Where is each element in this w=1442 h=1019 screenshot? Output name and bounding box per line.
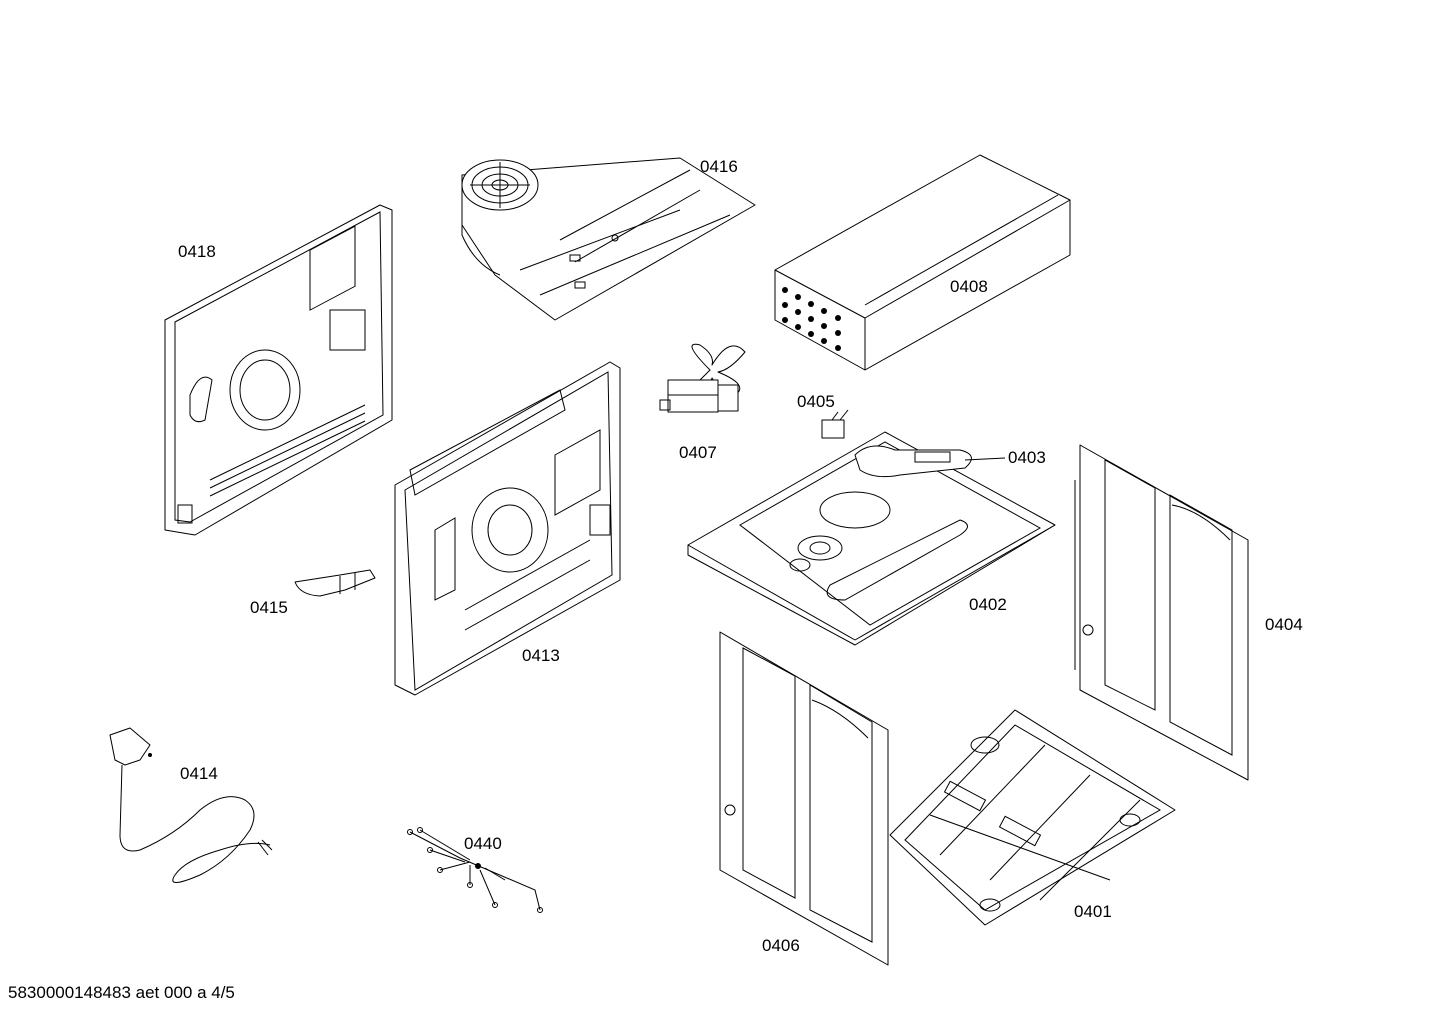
document-footer-id: 5830000148483 aet 000 a 4/5 [8,983,235,1002]
part-0408-top-cover[interactable] [774,154,1071,371]
part-0440-wiring-harness[interactable] [407,827,543,913]
part-0414-power-cord[interactable] [109,727,273,883]
label-0406: 0406 [762,936,800,955]
part-0401-bottom-frame[interactable] [889,709,1176,926]
part-0407-fan-motor[interactable] [659,343,746,413]
part-0405-thermostat[interactable] [821,409,849,439]
part-0402-top-plate[interactable] [687,431,1056,646]
part-0413-inner-back-wall[interactable] [394,361,621,696]
label-0413: 0413 [522,646,560,665]
label-0416: 0416 [700,157,738,176]
label-0440: 0440 [464,834,502,853]
label-0402: 0402 [969,595,1007,614]
part-0416-fan-duct[interactable] [461,157,756,321]
part-0404-right-side-wall[interactable] [1074,444,1249,781]
label-0414: 0414 [180,764,218,783]
part-0406-left-side-wall[interactable] [719,631,889,966]
part-0418-rear-panel[interactable] [164,204,393,536]
label-0405: 0405 [797,392,835,411]
part-0415-sensor[interactable] [294,569,376,597]
part-0403-heating-element[interactable] [854,445,1006,478]
label-0403: 0403 [1008,448,1046,467]
label-0415: 0415 [250,598,288,617]
label-0418: 0418 [178,242,216,261]
label-0404: 0404 [1265,615,1303,634]
label-0407: 0407 [679,443,717,462]
label-0401: 0401 [1074,902,1112,921]
label-0408: 0408 [950,277,988,296]
